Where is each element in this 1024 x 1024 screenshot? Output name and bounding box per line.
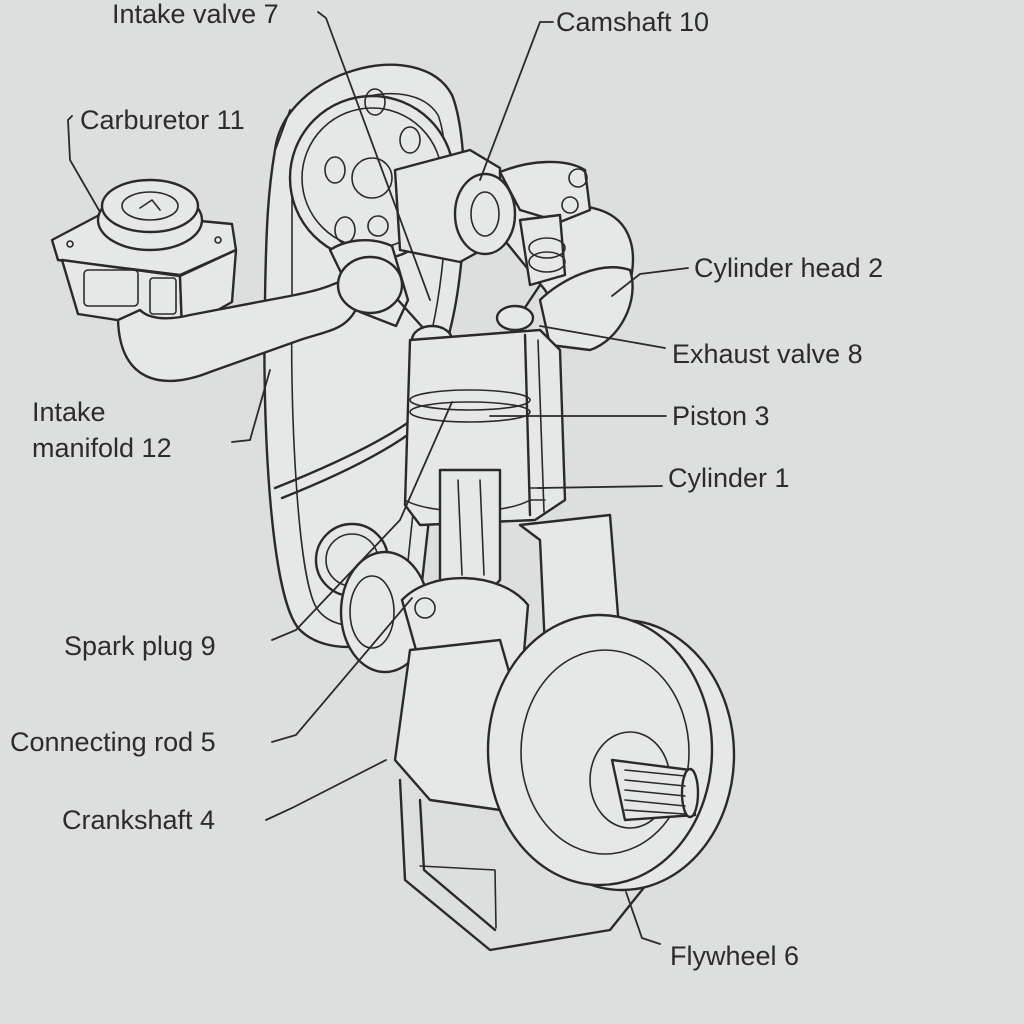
label-intake-manifold-line1: Intake	[32, 397, 106, 427]
leader-flywheel	[625, 891, 661, 945]
leader-crankshaft	[265, 759, 387, 821]
leader-intake-valve	[317, 11, 431, 301]
exhaust-valve	[495, 283, 542, 332]
label-spark-plug: Spark plug 9	[64, 631, 216, 661]
label-piston: Piston 3	[672, 401, 770, 431]
leader-cylinder	[537, 485, 663, 489]
label-intake-manifold-line2: manifold 12	[32, 433, 172, 463]
leader-cylinder-head	[611, 267, 689, 297]
leader-carburetor	[67, 115, 101, 213]
leader-camshaft	[479, 21, 554, 181]
label-cylinder-head: Cylinder head 2	[694, 253, 884, 283]
leader-spark-plug	[271, 401, 453, 641]
label-intake-valve: Intake valve 7	[112, 0, 279, 29]
crank-pulley	[314, 522, 431, 674]
label-crankshaft: Crankshaft 4	[62, 805, 216, 835]
cylinder-head	[328, 148, 635, 352]
label-carburetor: Carburetor 11	[80, 105, 245, 135]
label-flywheel: Flywheel 6	[670, 941, 800, 971]
label-camshaft: Camshaft 10	[556, 7, 710, 37]
label-connecting-rod: Connecting rod 5	[10, 727, 216, 757]
leader-carburetor-right	[275, 109, 291, 149]
leader-intake-manifold	[231, 369, 271, 443]
carburetor	[50, 178, 238, 332]
label-cylinder: Cylinder 1	[668, 463, 790, 493]
label-exhaust-valve: Exhaust valve 8	[672, 339, 863, 369]
flywheel	[486, 613, 736, 892]
leader-connecting-rod	[271, 597, 413, 743]
label-intake-manifold: Intake manifold 12	[32, 394, 172, 466]
leader-exhaust-valve	[539, 325, 666, 349]
